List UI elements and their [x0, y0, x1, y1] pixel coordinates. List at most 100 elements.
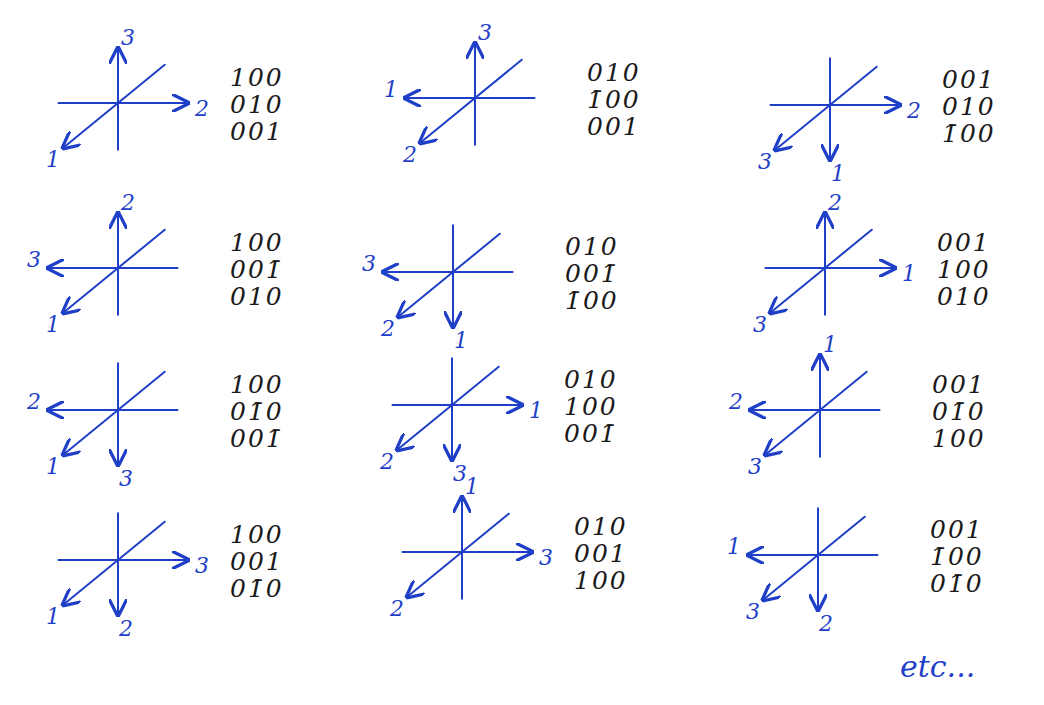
- matrix-row: 01̄0: [932, 399, 986, 424]
- axis-arrow: [63, 65, 165, 148]
- axis-arrow: [397, 367, 499, 450]
- axis-arrow: [750, 409, 880, 411]
- matrix-row: 001̄: [230, 426, 284, 451]
- axis-label: 3: [758, 151, 772, 173]
- matrix-row: 1̄00: [587, 87, 641, 112]
- matrix-row: 001̄: [230, 257, 284, 282]
- matrix-row: 001: [930, 517, 984, 542]
- matrix-row: 010: [574, 514, 628, 539]
- axis-label: 2: [390, 598, 404, 620]
- axis-label: 1: [46, 606, 60, 628]
- matrix-row: 01̄0: [930, 571, 984, 596]
- matrix-row: 01̄0: [230, 576, 284, 601]
- matrix-row: 100: [937, 257, 991, 282]
- axis-arrow: [398, 234, 500, 317]
- matrix-row: 010: [230, 284, 284, 309]
- axis-label: 3: [453, 463, 467, 485]
- axis-label: 2: [828, 192, 842, 214]
- axis-label: 3: [539, 547, 553, 569]
- axis-label: 1: [823, 334, 837, 356]
- axis-label: 2: [819, 613, 833, 635]
- axis-label: 3: [478, 22, 492, 44]
- matrix-row: 1̄00: [930, 544, 984, 569]
- axis-label: 1: [46, 314, 60, 336]
- axis-arrow: [63, 230, 165, 313]
- axis-arrow: [48, 409, 178, 411]
- axis-label: 2: [380, 451, 394, 473]
- matrix-row: 100: [932, 426, 986, 451]
- axis-arrow: [403, 551, 533, 553]
- axis-arrow: [117, 513, 119, 615]
- axis-arrow: [461, 497, 463, 599]
- axis-label: 2: [27, 391, 41, 413]
- axis-arrow: [817, 508, 819, 610]
- axis-arrow: [766, 267, 896, 269]
- matrix-row: 001: [574, 541, 628, 566]
- axis-arrow: [771, 104, 901, 106]
- axis-arrow: [474, 43, 476, 145]
- axis-arrow: [405, 97, 535, 99]
- axis-label: 2: [119, 618, 133, 640]
- axis-arrow: [824, 213, 826, 315]
- axis-arrow: [393, 404, 523, 406]
- matrix-row: 100: [230, 372, 284, 397]
- matrix-row: 100: [230, 65, 284, 90]
- axis-arrow: [117, 213, 119, 315]
- axis-label: 1: [529, 400, 543, 422]
- matrix-row: 010: [564, 367, 618, 392]
- matrix-row: 100: [564, 394, 618, 419]
- axis-label: 1: [727, 536, 741, 558]
- axis-label: 3: [753, 314, 767, 336]
- matrix-row: 100: [574, 568, 628, 593]
- axis-label: 2: [381, 318, 395, 340]
- axis-arrow: [420, 60, 522, 143]
- matrix-row: 1̄00: [565, 288, 619, 313]
- axis-arrow: [775, 67, 877, 150]
- matrix-row: 010: [230, 92, 284, 117]
- matrix-row: 001: [942, 67, 996, 92]
- axis-arrow: [451, 358, 453, 460]
- axis-label: 2: [121, 192, 135, 214]
- axis-arrow: [407, 514, 509, 597]
- matrix-row: 1̄00: [942, 121, 996, 146]
- matrix-row: 010: [565, 234, 619, 259]
- axis-label: 1: [46, 456, 60, 478]
- axis-label: 2: [195, 98, 209, 120]
- matrix-row: 001̄: [565, 261, 619, 286]
- note-text: etc...: [900, 652, 975, 682]
- axis-arrow: [63, 522, 165, 605]
- axis-arrow: [59, 559, 189, 561]
- axis-label: 3: [119, 468, 133, 490]
- axis-label: 2: [907, 100, 921, 122]
- axis-arrow: [452, 225, 454, 327]
- matrix-row: 001: [230, 549, 284, 574]
- axis-arrow: [819, 355, 821, 457]
- axis-label: 3: [27, 249, 41, 271]
- axis-label: 1: [384, 79, 398, 101]
- axis-label: 1: [46, 149, 60, 171]
- axis-arrow: [763, 517, 865, 600]
- axis-arrow: [117, 363, 119, 465]
- axis-label: 3: [195, 555, 209, 577]
- axis-arrow: [748, 554, 878, 556]
- axis-label: 2: [403, 144, 417, 166]
- axis-label: 3: [748, 456, 762, 478]
- matrix-row: 001̄: [564, 421, 618, 446]
- matrix-row: 001: [587, 114, 641, 139]
- axis-arrow: [770, 230, 872, 313]
- axis-arrow: [383, 271, 513, 273]
- matrix-row: 100: [230, 230, 284, 255]
- matrix-row: 010: [937, 284, 991, 309]
- axis-arrow: [829, 58, 831, 160]
- axis-label: 1: [902, 263, 916, 285]
- matrix-row: 010: [942, 94, 996, 119]
- axis-label: 1: [454, 330, 468, 352]
- matrix-row: 001: [937, 230, 991, 255]
- matrix-row: 100: [230, 522, 284, 547]
- axis-arrow: [48, 267, 178, 269]
- matrix-row: 001: [932, 372, 986, 397]
- axis-label: 1: [465, 476, 479, 498]
- axis-arrow: [765, 372, 867, 455]
